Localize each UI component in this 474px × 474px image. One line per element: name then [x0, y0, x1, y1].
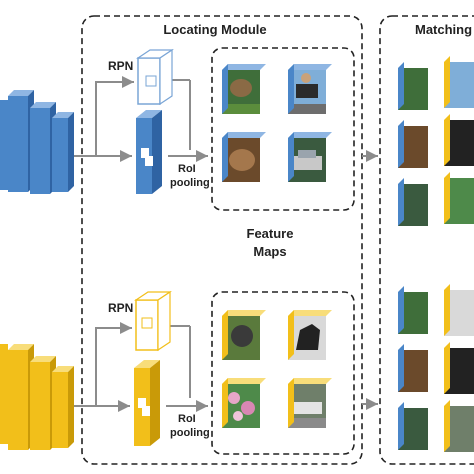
matching-tiles-top [398, 56, 474, 226]
feature-tile-horse [288, 310, 332, 360]
feature-tile-brown-dog [222, 132, 266, 182]
matching-tile [398, 178, 428, 226]
matching-tile [444, 400, 474, 452]
feature-maps-label-2: Maps [253, 244, 286, 259]
conv-block-top [136, 110, 162, 194]
matching-tile [398, 120, 428, 168]
rpn-block-top [136, 48, 174, 106]
roi-label-bottom-1: RoI [178, 413, 196, 425]
matching-tile [444, 284, 474, 336]
backbone-blue [0, 90, 74, 194]
roi-label-bottom-2: pooling [170, 427, 210, 439]
top-branch-arrows [74, 76, 378, 162]
feature-tile-pink-flowers [222, 378, 266, 428]
locating-module-border [81, 15, 363, 465]
bottom-branch-arrows [74, 322, 378, 412]
feature-tile-horse-and-rider [288, 64, 332, 114]
backbone-yellow-layer [52, 366, 74, 448]
rpn-block-bottom [134, 290, 172, 352]
matching-module-border [379, 15, 474, 465]
matching-tile [398, 286, 428, 334]
roi-label-top-1: RoI [178, 163, 196, 175]
matching-tile [398, 344, 428, 392]
rpn-label-bottom: RPN [108, 301, 133, 315]
feature-tile-car-road [288, 378, 332, 428]
matching-tile [398, 402, 428, 450]
feature-tile-dog-portrait [222, 310, 266, 360]
roi-label-top-2: pooling [170, 177, 210, 189]
feature-group-top-border [211, 47, 355, 211]
matching-tile [444, 342, 474, 394]
locating-module-title: Locating Module [163, 22, 266, 37]
matching-tile [444, 172, 474, 224]
rpn-label-top: RPN [108, 59, 133, 73]
conv-block-bottom [134, 360, 160, 446]
matching-module-title: Matching [415, 22, 472, 37]
feature-maps-label-1: Feature [247, 226, 294, 241]
backbone-yellow [0, 344, 74, 450]
feature-tile-car [288, 132, 332, 182]
feature-group-bottom-border [211, 291, 355, 455]
matching-tile [398, 62, 428, 110]
backbone-blue-layer [52, 112, 74, 192]
matching-tile [444, 114, 474, 166]
matching-tiles-bottom [398, 284, 474, 452]
feature-tile-dog-on-grass [222, 64, 266, 114]
matching-tile [444, 56, 474, 108]
